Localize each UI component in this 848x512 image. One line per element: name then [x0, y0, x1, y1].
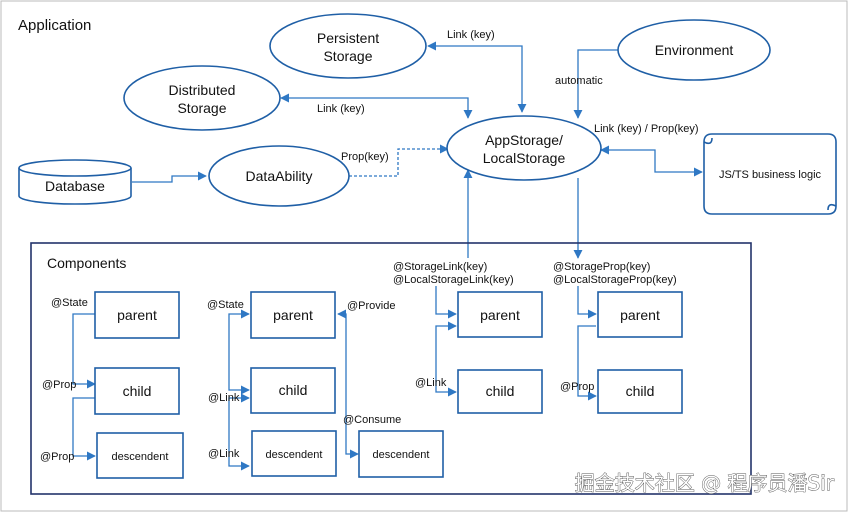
components-title: Components	[47, 255, 126, 271]
g1-child-box	[94, 367, 180, 415]
g1-prop-label-1: @Prop	[42, 379, 76, 391]
link-key-persistent-label: Link (key)	[447, 29, 495, 41]
g3-child-box	[457, 369, 543, 414]
appstorage-line2: LocalStorage	[483, 150, 566, 166]
g4-prop-label: @Prop	[560, 381, 594, 393]
storage-link-label-2: @LocalStorageLink(key)	[393, 274, 514, 286]
g1-parent-box	[94, 291, 180, 339]
edge-appstorage-jsts	[600, 145, 703, 177]
edge-environment-appstorage	[573, 49, 620, 119]
link-prop-key-label: Link (key) / Prop(key)	[594, 123, 699, 135]
g1-child-label: child	[123, 383, 152, 399]
link-key-distributed-label: Link (key)	[317, 103, 365, 115]
g2-parent-box	[250, 291, 336, 339]
persistent-storage-node	[269, 13, 427, 79]
edge-g2-child-descendent	[228, 393, 250, 471]
database-node	[18, 159, 132, 205]
appstorage-line1: AppStorage/	[485, 132, 563, 148]
database-label: Database	[45, 178, 105, 194]
jsts-logic-node	[703, 133, 837, 215]
node-labels: Persistent Storage Distributed Storage E…	[45, 30, 822, 194]
application-title: Application	[18, 17, 91, 34]
g2-parent-label: parent	[273, 307, 313, 323]
g1-prop-label-2: @Prop	[40, 451, 74, 463]
g2-link-label-1: @Link	[208, 392, 240, 404]
g4-parent-box	[597, 291, 683, 338]
distributed-storage-node	[123, 65, 281, 131]
edge-distributed-appstorage	[280, 93, 473, 119]
g2-consume-label: @Consume	[343, 414, 401, 426]
storage-link-label-1: @StorageLink(key)	[393, 261, 487, 273]
automatic-label: automatic	[555, 75, 603, 87]
g2-consume-descendent-box	[358, 430, 444, 478]
g1-state-label: @State	[51, 297, 88, 309]
g1-parent-label: parent	[117, 307, 157, 323]
g4-child-label: child	[626, 383, 655, 399]
edge-g1-child-descendent	[72, 397, 96, 461]
prop-key-label: Prop(key)	[341, 151, 389, 163]
g2-child-box	[250, 367, 336, 414]
storage-prop-label-2: @LocalStorageProp(key)	[553, 274, 677, 286]
persistent-storage-line1: Persistent	[317, 30, 379, 46]
g2-link-label-2: @Link	[208, 448, 240, 460]
environment-label: Environment	[655, 42, 734, 58]
jsts-label: JS/TS business logic	[719, 169, 822, 181]
appstorage-node	[446, 115, 602, 181]
component-labels: parent child descendent parent child des…	[112, 307, 660, 463]
edge-persistent-appstorage	[427, 41, 527, 113]
edge-g1-parent-child	[72, 313, 96, 389]
g2-descendent-box	[251, 430, 337, 477]
storage-prop-label-1: @StorageProp(key)	[553, 261, 650, 273]
g3-link-label: @Link	[415, 377, 447, 389]
edge-storagelink-parent	[435, 286, 457, 319]
g3-parent-box	[457, 291, 543, 338]
watermark: 掘金技术社区 @ 程序员潘Sir	[575, 471, 835, 495]
distributed-storage-line2: Storage	[177, 100, 226, 116]
edge-g2-parent-child	[228, 309, 250, 395]
edge-g4-parent-child	[577, 325, 597, 401]
g4-parent-label: parent	[620, 307, 660, 323]
g2-child-label: child	[279, 382, 308, 398]
g2-state-label: @State	[207, 299, 244, 311]
edge-g3-parent-child	[435, 321, 457, 397]
g2-consume-descendent-label: descendent	[373, 449, 430, 461]
decorator-labels: @State @Prop @Prop @State @Link @Link @P…	[40, 297, 594, 463]
g1-descendent-box	[96, 432, 184, 479]
distributed-storage-line1: Distributed	[169, 82, 236, 98]
g2-descendent-label: descendent	[266, 449, 323, 461]
g2-provide-label: @Provide	[347, 300, 395, 312]
persistent-storage-line2: Storage	[323, 48, 372, 64]
g3-child-label: child	[486, 383, 515, 399]
environment-node	[617, 19, 771, 81]
edge-labels: Link (key) Link (key) automatic Prop(key…	[317, 29, 699, 163]
edge-dataability-appstorage	[349, 144, 449, 177]
g4-child-box	[597, 369, 683, 414]
components-frame	[30, 242, 752, 495]
g1-descendent-label: descendent	[112, 451, 169, 463]
dataability-label: DataAbility	[246, 168, 313, 184]
edge-g2-provide-consume	[337, 309, 359, 459]
edge-storageprop-parent	[577, 286, 597, 319]
dataability-node	[208, 145, 350, 207]
g3-parent-label: parent	[480, 307, 520, 323]
edge-database-dataability	[132, 171, 207, 183]
